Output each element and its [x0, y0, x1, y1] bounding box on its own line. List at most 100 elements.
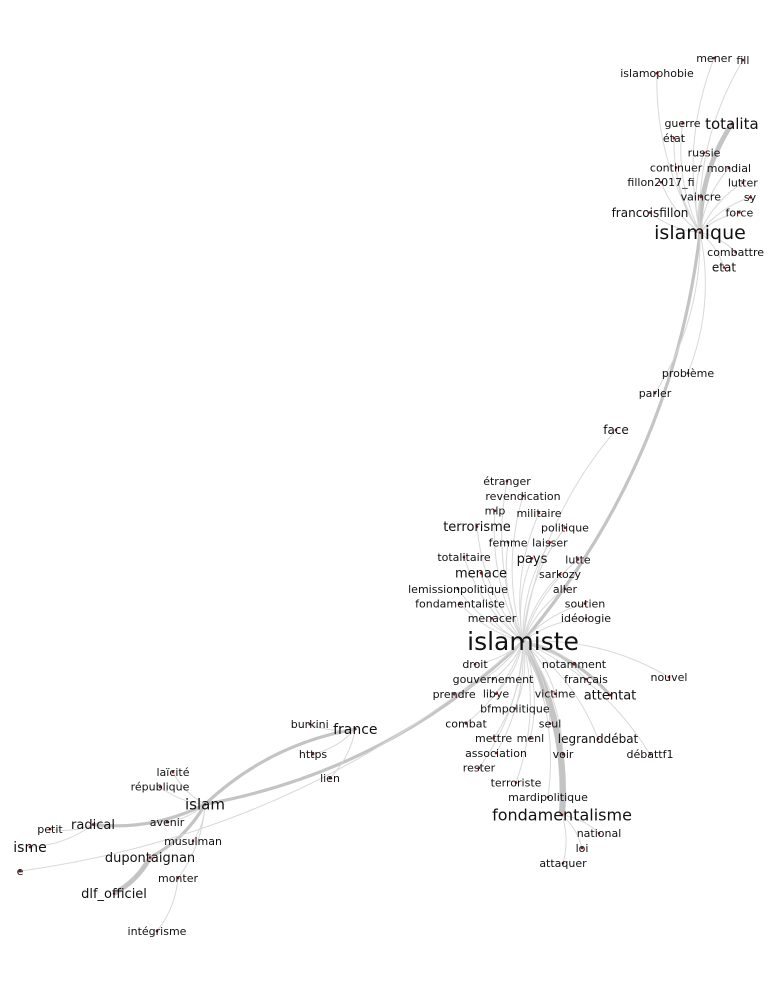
node-dot — [748, 196, 752, 199]
node-dot — [354, 727, 357, 731]
node-label: musulman — [164, 835, 222, 848]
node-dot — [712, 56, 716, 60]
node-label: dlf_officiel — [81, 887, 147, 902]
node-dot — [530, 557, 534, 560]
node-label: mener — [696, 52, 732, 65]
node-label: problème — [662, 367, 715, 380]
node-dot — [583, 602, 587, 605]
node-label: attentat — [584, 689, 637, 704]
node-dot — [491, 677, 495, 681]
node-label: association — [465, 747, 527, 760]
node-dot — [513, 707, 517, 710]
node-dot — [494, 751, 498, 755]
node-label: droit — [462, 658, 488, 671]
edge-islam-monter — [177, 804, 206, 879]
node-dot — [727, 166, 731, 170]
node-dot — [529, 737, 532, 740]
edge-islamiste-aller — [522, 588, 566, 642]
node-dot — [477, 766, 481, 770]
node-label: français — [564, 673, 608, 686]
node-dot — [308, 722, 312, 726]
node-label: intégrisme — [128, 925, 187, 938]
node-label: islamique — [654, 222, 746, 244]
node-label: terroriste — [491, 776, 542, 789]
node-dot — [155, 929, 159, 933]
edge-islamiste-débattf1 — [522, 640, 651, 755]
node-label: lutte — [565, 553, 591, 566]
edge-fondamentalisme-national — [561, 814, 600, 834]
node-label: https — [299, 748, 328, 761]
edge-islamique-fillon2017_fi — [660, 182, 701, 233]
edge-monter-intégrisme — [156, 878, 179, 932]
node-dot — [473, 662, 477, 666]
node-label: terrorisme — [443, 520, 511, 535]
edge-islamiste-legranddébat — [522, 640, 599, 740]
node-label: politique — [541, 522, 589, 535]
node-label: militaire — [516, 507, 561, 520]
edge-islamique-sy — [699, 196, 751, 233]
node-label: laisser — [532, 536, 568, 549]
node-label: lutter — [728, 177, 758, 190]
node-label: combattre — [707, 246, 764, 259]
edge-islamique-continuer — [675, 167, 701, 233]
node-dot — [730, 122, 734, 126]
edge-islamique-francoisfillon — [649, 212, 701, 233]
node-dot — [596, 737, 600, 741]
edge-islamique-combattre — [699, 232, 736, 253]
edge-islamiste-fondamentalisme — [520, 639, 566, 816]
node-dot — [698, 231, 702, 234]
edges-layer — [19, 57, 751, 932]
node-dot — [597, 832, 601, 835]
edge-islamiste-fondamentaliste — [459, 603, 524, 642]
node-dot — [672, 136, 676, 140]
node-dot — [699, 195, 703, 199]
edge-islamiste-mardipolitique — [522, 641, 552, 798]
dots-layer — [18, 56, 752, 933]
edge-islamiste-étranger — [501, 481, 524, 642]
node-label: radical — [71, 818, 115, 833]
node-dot — [328, 776, 332, 780]
node-dot — [686, 371, 690, 375]
node-label: femme — [489, 536, 528, 549]
edge-islamiste-victime — [522, 641, 556, 694]
node-dot — [203, 803, 207, 806]
edge-islamiste-sarkozy — [522, 573, 561, 642]
node-dot — [655, 71, 659, 75]
node-label: dupontaignan — [105, 851, 195, 866]
node-dot — [462, 555, 466, 559]
node-label: fill — [736, 54, 749, 67]
edge-islamiste-terroriste — [515, 641, 531, 783]
node-dot — [456, 587, 460, 591]
node-label: bfmpolitique — [480, 702, 550, 715]
node-dot — [548, 722, 552, 725]
edge-islamiste-mettre — [493, 641, 524, 739]
edge-islamiste-nouvel — [522, 640, 670, 678]
node-label: combat — [445, 717, 487, 730]
node-dot — [91, 823, 95, 826]
node-dot — [734, 250, 737, 254]
node-label: idéologie — [561, 612, 611, 625]
edge-islamiste-lutte — [522, 559, 579, 642]
node-label: menacer — [468, 612, 517, 625]
node-label: aller — [553, 583, 578, 596]
node-label: libye — [483, 688, 510, 701]
edge-islamiste-libye — [495, 641, 524, 695]
edge-islamiste-idéologie — [522, 617, 587, 642]
node-label: gouvernement — [453, 673, 534, 686]
node-label: francoisfillon — [612, 206, 689, 220]
edge-islamiste-lemissionpolitique — [457, 588, 524, 642]
node-dot — [492, 737, 495, 740]
node-dot — [158, 785, 162, 789]
node-dot — [741, 58, 745, 62]
edge-france-burkini — [309, 723, 356, 731]
node-dot — [521, 640, 525, 643]
node-label: sy — [744, 191, 757, 204]
node-label: mettre — [475, 732, 512, 745]
edge-islamiste-gouvernement — [492, 641, 524, 680]
edge-islamiste-notamment — [522, 640, 575, 665]
node-label: état — [663, 132, 686, 145]
node-dot — [475, 525, 479, 528]
node-dot — [165, 820, 169, 824]
edge-islamiste-politique — [522, 527, 566, 642]
